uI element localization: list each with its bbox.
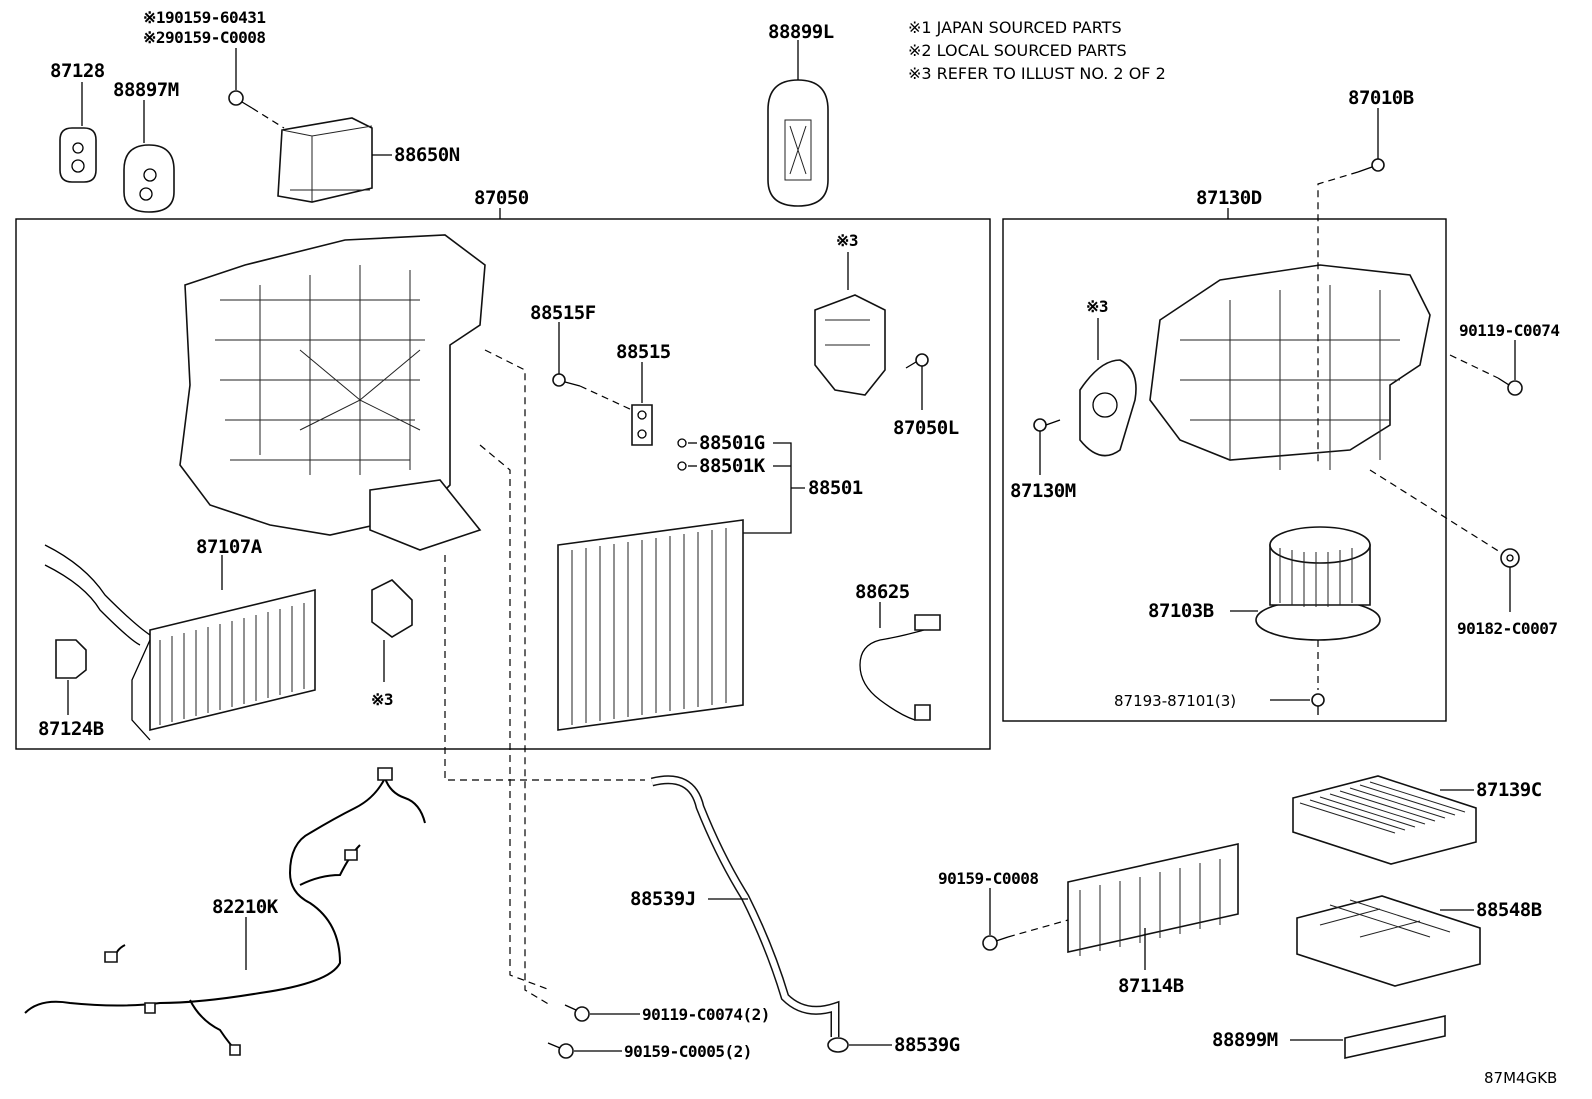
label-88539J[interactable]: 88539J: [630, 888, 696, 910]
nut-90182-C0007-icon[interactable]: [1500, 548, 1520, 568]
dash-87010B: [1317, 171, 1359, 464]
part-88515-valve[interactable]: [631, 404, 653, 446]
label-90159-C0008[interactable]: 90159-C0008: [938, 869, 1039, 888]
dash-90119: [1449, 354, 1499, 379]
label-ref3-lower[interactable]: ※3: [371, 690, 394, 709]
label-87128[interactable]: 87128: [50, 60, 105, 82]
label-88501G[interactable]: 88501G: [699, 432, 765, 454]
part-82210K-wire-harness[interactable]: [24, 767, 426, 1056]
dash-case-bolt-upper: [479, 444, 551, 991]
note-refer-illust: ※3 REFER TO ILLUST NO. 2 OF 2: [908, 64, 1166, 83]
part-87107A-heater-core[interactable]: [44, 544, 316, 741]
label-87010B[interactable]: 87010B: [1348, 87, 1414, 109]
label-87193[interactable]: 87193-87101(3): [1114, 692, 1236, 710]
image-code: 87M4GKB: [1484, 1069, 1557, 1087]
screw-90159-C0005-2-icon[interactable]: [547, 1042, 574, 1059]
label-90182-C0007[interactable]: 90182-C0007: [1457, 619, 1558, 638]
part-87103B-blower-motor[interactable]: [1255, 526, 1381, 641]
part-87114B-filter-frame[interactable]: [1067, 843, 1239, 956]
dash-case-bolt-lower: [484, 349, 551, 1006]
label-88548B[interactable]: 88548B: [1476, 899, 1542, 921]
part-servo-lower[interactable]: [371, 579, 413, 638]
label-87103B[interactable]: 87103B: [1148, 600, 1214, 622]
part-88899L[interactable]: [767, 79, 829, 207]
bolt-88515F-icon[interactable]: [552, 373, 581, 387]
assembly-box-87130D: [1002, 218, 1447, 722]
label-88625[interactable]: 88625: [855, 581, 910, 603]
part-87128[interactable]: [59, 127, 97, 183]
note-japan-sourced: ※1 JAPAN SOURCED PARTS: [908, 18, 1122, 37]
screw-90119-C0074-2-icon[interactable]: [564, 1004, 590, 1022]
dash-90182: [1369, 469, 1501, 553]
label-ref3-upper[interactable]: ※3: [836, 231, 859, 250]
label-87130D[interactable]: 87130D: [1196, 187, 1262, 209]
label-90119-C0074-2[interactable]: 90119-C0074(2): [642, 1005, 770, 1024]
part-88501-evaporator[interactable]: [557, 519, 744, 731]
label-87050[interactable]: 87050: [474, 187, 529, 209]
label-88899L[interactable]: 88899L: [768, 21, 834, 43]
part-blower-case-87130D[interactable]: [1149, 264, 1431, 470]
oring-88501G[interactable]: [677, 438, 687, 448]
label-88515[interactable]: 88515: [616, 341, 671, 363]
part-88897M[interactable]: [123, 144, 175, 213]
dash-case-pipe: [444, 555, 645, 781]
label-82210K[interactable]: 82210K: [212, 896, 279, 918]
label-88501[interactable]: 88501: [808, 477, 863, 499]
part-heater-case-87050[interactable]: [179, 234, 486, 551]
part-87139C-filter[interactable]: [1292, 775, 1477, 865]
screw-90159-C0008-icon[interactable]: [982, 935, 1009, 951]
label-ref3-blower[interactable]: ※3: [1086, 297, 1109, 316]
part-88899M-cover[interactable]: [1344, 1015, 1446, 1059]
assembly-box-87050: [15, 218, 991, 750]
label-90119-C0074[interactable]: 90119-C0074: [1459, 321, 1560, 340]
dash-90159-C0008: [1007, 919, 1069, 938]
screw-87130M-icon[interactable]: [1033, 418, 1061, 432]
dash-88515F: [579, 385, 633, 411]
label-87050L[interactable]: 87050L: [893, 417, 959, 439]
label-88650N[interactable]: 88650N: [394, 144, 460, 166]
label-88539G[interactable]: 88539G: [894, 1034, 960, 1056]
part-servo-upper[interactable]: [814, 294, 886, 396]
label-bolt-local[interactable]: ※290159-C0008: [143, 28, 266, 47]
screw-87010B-icon[interactable]: [1357, 158, 1385, 173]
label-88501K[interactable]: 88501K: [699, 455, 766, 477]
bracket-88501: [731, 442, 805, 534]
grommet-88539G-icon[interactable]: [827, 1037, 849, 1053]
parts-notes: ※1 JAPAN SOURCED PARTS ※2 LOCAL SOURCED …: [908, 18, 1166, 83]
label-87124B[interactable]: 87124B: [38, 718, 104, 740]
label-87107A[interactable]: 87107A: [196, 536, 263, 558]
label-87130M[interactable]: 87130M: [1010, 480, 1076, 502]
oring-88501K[interactable]: [677, 461, 687, 471]
part-88625-sensor[interactable]: [859, 614, 941, 721]
label-bolt-japan[interactable]: ※190159-60431: [143, 8, 266, 27]
screw-87193-icon[interactable]: [1311, 693, 1325, 715]
part-88548B-frame[interactable]: [1296, 895, 1481, 987]
screw-87050L-icon[interactable]: [905, 353, 929, 369]
label-87139C[interactable]: 87139C: [1476, 779, 1542, 801]
label-88899M[interactable]: 88899M: [1212, 1029, 1278, 1051]
part-servo-blower[interactable]: [1079, 359, 1137, 457]
part-88539J-drain-hose[interactable]: [650, 775, 840, 1037]
note-local-sourced: ※2 LOCAL SOURCED PARTS: [908, 41, 1127, 60]
screw-90119-C0074-icon[interactable]: [1497, 377, 1523, 396]
screw-icon[interactable]: [228, 90, 253, 109]
dash-bolt-88650N: [251, 107, 285, 129]
label-87114B[interactable]: 87114B: [1118, 975, 1184, 997]
label-88897M[interactable]: 88897M: [113, 79, 179, 101]
part-88650N[interactable]: [277, 117, 373, 203]
label-88515F[interactable]: 88515F: [530, 302, 596, 324]
part-87124B-clip[interactable]: [55, 639, 87, 679]
label-90159-C0005-2[interactable]: 90159-C0005(2): [624, 1042, 752, 1061]
